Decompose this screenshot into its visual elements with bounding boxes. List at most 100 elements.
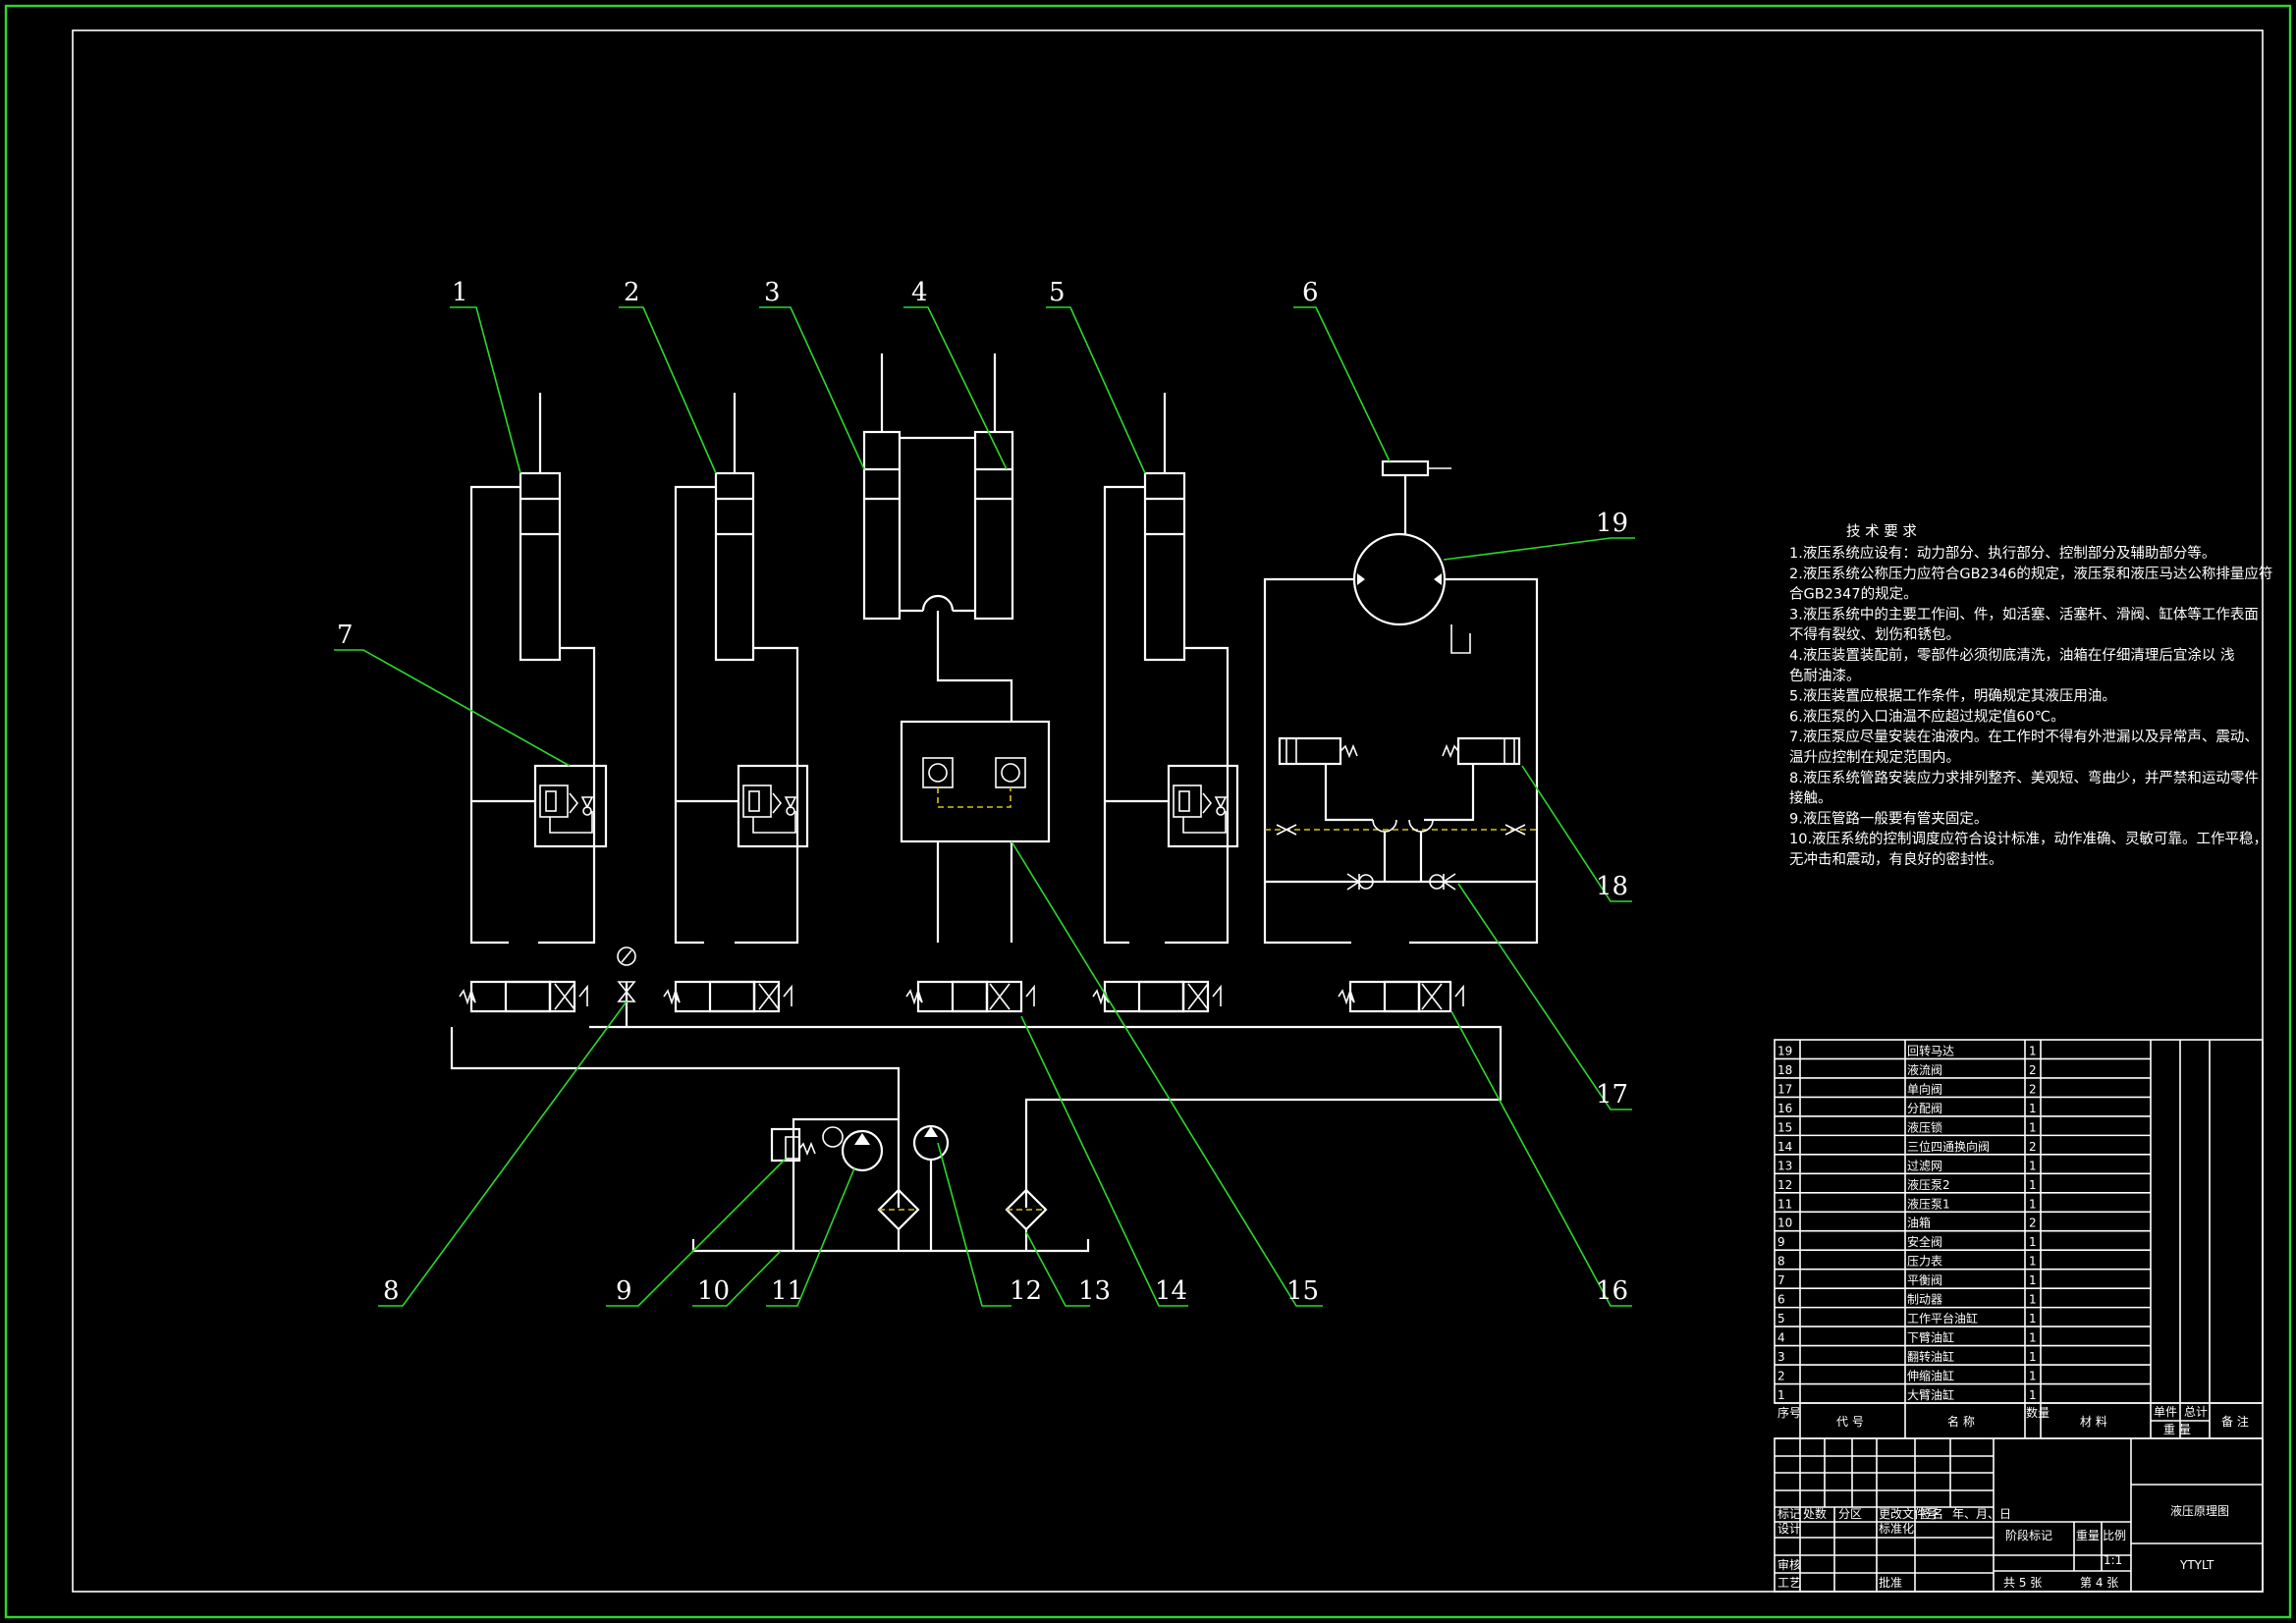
callout-4: 4 xyxy=(911,278,928,307)
tb-approve: 批准 xyxy=(1879,1575,1902,1590)
parts-row-qty: 2 xyxy=(2029,1063,2037,1077)
callout-7: 7 xyxy=(337,621,354,650)
parts-row-no: 18 xyxy=(1777,1063,1792,1077)
parts-row-name: 制动器 xyxy=(1907,1293,1942,1307)
parts-row-qty: 1 xyxy=(2029,1293,2037,1307)
parts-row-name: 压力表 xyxy=(1907,1255,1942,1269)
parts-row-name: 回转马达 xyxy=(1907,1043,1954,1057)
callout-8: 8 xyxy=(383,1276,400,1306)
parts-row-name: 伸缩油缸 xyxy=(1907,1369,1954,1383)
notes-line: 8.液压系统管路安装应力求排列整齐、美观短、弯曲少，并严禁和运动零件 xyxy=(1789,769,2259,786)
parts-row-qty: 1 xyxy=(2029,1388,2037,1402)
valve-1 xyxy=(459,980,588,1013)
parts-row-no: 7 xyxy=(1777,1273,1785,1287)
parts-row-no: 14 xyxy=(1777,1140,1792,1154)
hydraulic-lock xyxy=(900,720,1051,943)
parts-row-name: 工作平台油缸 xyxy=(1907,1311,1978,1325)
cylinder-1 xyxy=(469,393,596,945)
header-total-weight: 总计 xyxy=(2184,1405,2208,1419)
parts-row-name: 液压泵2 xyxy=(1907,1177,1950,1192)
leader-lines xyxy=(334,306,1635,1307)
parts-row-qty: 1 xyxy=(2029,1120,2037,1134)
notes-line: 温升应控制在规定范围内。 xyxy=(1789,748,1960,766)
tb-weight: 重量 xyxy=(2076,1529,2100,1542)
notes-line: 3.液压系统中的主要工作间、件，如活塞、活塞杆、滑阀、缸体等工作表面 xyxy=(1789,605,2259,622)
tb-design: 设计 xyxy=(1777,1522,1801,1536)
parts-row-qty: 1 xyxy=(2029,1370,2037,1383)
parts-row-qty: 1 xyxy=(2029,1044,2037,1057)
callout-17: 17 xyxy=(1596,1080,1628,1109)
parts-row-name: 大臂油缸 xyxy=(1907,1387,1954,1402)
tb-review: 审核 xyxy=(1777,1557,1801,1572)
tb-process: 工艺 xyxy=(1777,1576,1801,1590)
parts-row-name: 单向阀 xyxy=(1907,1081,1942,1096)
parts-row-name: 三位四通换向阀 xyxy=(1907,1139,1990,1154)
tb-label-date: 年、月、日 xyxy=(1952,1507,2011,1521)
header-remark: 备 注 xyxy=(2221,1414,2249,1429)
parts-row-qty: 1 xyxy=(2029,1102,2037,1115)
parts-row-no: 6 xyxy=(1777,1293,1785,1307)
notes-line: 9.液压管路一般要有管夹固定。 xyxy=(1789,810,1988,827)
parts-row-name: 平衡阀 xyxy=(1907,1273,1942,1287)
notes-line: 1.液压系统应设有：动力部分、执行部分、控制部分及辅助部分等。 xyxy=(1789,544,2215,562)
parts-row-no: 2 xyxy=(1777,1370,1785,1383)
tb-drawing-title: 液压原理图 xyxy=(2170,1503,2229,1518)
notes-line: 5.液压装置应根据工作条件，明确规定其液压用油。 xyxy=(1789,687,2116,705)
callout-19: 19 xyxy=(1596,509,1628,538)
callout-6: 6 xyxy=(1302,278,1319,307)
tb-label-zone: 分区 xyxy=(1838,1507,1862,1521)
parts-row-name: 翻转油缸 xyxy=(1907,1349,1954,1364)
parts-row-no: 17 xyxy=(1777,1082,1792,1096)
parts-row-no: 19 xyxy=(1777,1044,1792,1057)
valve-5 xyxy=(1338,980,1464,1013)
notes-line: 不得有裂纹、划伤和锈包。 xyxy=(1789,626,1960,643)
parts-row-name: 液压泵1 xyxy=(1907,1196,1950,1211)
callout-12: 12 xyxy=(1010,1276,1042,1306)
notes-line: 合GB2347的规定。 xyxy=(1789,586,1918,603)
parts-row-name: 液压锁 xyxy=(1907,1119,1942,1134)
parts-row-no: 16 xyxy=(1777,1102,1792,1115)
callout-16: 16 xyxy=(1596,1276,1628,1306)
callout-5: 5 xyxy=(1049,278,1066,307)
tb-drawing-code: YTYLT xyxy=(2179,1558,2214,1572)
notes-line: 无冲击和震动，有良好的密封性。 xyxy=(1789,851,2003,868)
cylinder-5 xyxy=(1103,393,1230,945)
notes-title: 技 术 要 求 xyxy=(1846,523,1917,540)
parts-row-name: 过滤网 xyxy=(1907,1159,1942,1172)
callout-11: 11 xyxy=(771,1276,803,1306)
directional-valve-bank xyxy=(450,980,1503,1208)
callout-10: 10 xyxy=(697,1276,730,1306)
parts-row-no: 12 xyxy=(1777,1178,1792,1192)
parts-row-no: 9 xyxy=(1777,1235,1785,1249)
parts-row-qty: 1 xyxy=(2029,1197,2037,1211)
parts-row-name: 油箱 xyxy=(1907,1216,1931,1230)
parts-list-grid xyxy=(1774,1039,2264,1439)
tb-sheets-total: 共 5 张 xyxy=(2003,1576,2042,1590)
rotary-motor-circuit xyxy=(1263,460,1539,945)
tb-ratio-label: 比例 xyxy=(2103,1529,2126,1542)
inner-border xyxy=(72,29,2264,1593)
parts-row-no: 5 xyxy=(1777,1312,1785,1325)
technical-notes: 技 术 要 求 1.液压系统应设有：动力部分、执行部分、控制部分及辅助部分等。2… xyxy=(1789,523,2272,868)
parts-row-qty: 1 xyxy=(2029,1178,2037,1192)
callout-13: 13 xyxy=(1078,1276,1111,1306)
parts-row-qty: 2 xyxy=(2029,1217,2037,1230)
parts-row-no: 3 xyxy=(1777,1350,1785,1364)
header-seq: 序号 xyxy=(1777,1405,1801,1420)
tb-standardize: 标准化 xyxy=(1879,1522,1914,1536)
callout-2: 2 xyxy=(624,278,640,307)
parts-row-qty: 1 xyxy=(2029,1331,2037,1345)
parts-row-name: 液流阀 xyxy=(1907,1062,1942,1077)
parts-row-no: 13 xyxy=(1777,1159,1792,1172)
cylinder-2 xyxy=(674,393,799,945)
callout-14: 14 xyxy=(1155,1276,1187,1306)
notes-line: 6.液压泵的入口油温不应超过规定值60℃。 xyxy=(1789,707,2065,725)
pressure-gauge xyxy=(617,947,636,1002)
tb-ratio: 1:1 xyxy=(2104,1553,2122,1567)
tb-label-signature: 签名 xyxy=(1920,1506,1943,1521)
callout-18: 18 xyxy=(1596,872,1628,901)
balance-valve-2 xyxy=(737,764,809,848)
parts-row-qty: 1 xyxy=(2029,1255,2037,1269)
callout-3: 3 xyxy=(764,278,781,307)
